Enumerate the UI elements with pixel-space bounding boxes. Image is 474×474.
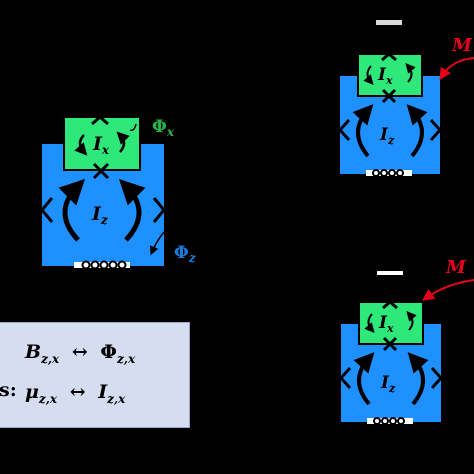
label-iz: Iz — [380, 373, 396, 395]
label-iz: Iz — [91, 203, 109, 227]
circulation-arrow-icon — [363, 62, 416, 86]
curved-arrow-icon — [422, 279, 474, 301]
label-m: M — [445, 257, 467, 278]
equation-panel: Bz,x ↔ Φz,x s: μz,x ↔ Iz,x — [0, 322, 190, 428]
circulation-arrow-icon — [364, 310, 417, 334]
device-bottom-right: Ix Iz M — [338, 257, 474, 425]
curved-arrow-icon — [129, 123, 137, 132]
separator-dash — [377, 271, 403, 275]
cross-mark-icon — [381, 88, 397, 104]
label-iz: Iz — [379, 125, 395, 147]
equation-prefix: s: — [0, 379, 17, 401]
cross-mark-icon — [40, 115, 166, 223]
label-ix: Ix — [378, 313, 394, 335]
device-main: Ix Iz Φx Φz — [40, 115, 197, 270]
label-ix: Ix — [92, 133, 110, 157]
cross-mark-icon — [338, 300, 444, 390]
curved-arrow-icon — [149, 231, 165, 256]
coil-icon — [367, 417, 413, 425]
circulation-arrow-icon — [352, 104, 428, 158]
cropped-text-mark — [376, 20, 402, 25]
equation-line-1: Bz,x ↔ Φz,x — [25, 341, 136, 366]
equation-line-2: μz,x ↔ Iz,x — [25, 381, 126, 406]
curved-arrow-icon — [439, 57, 474, 81]
cross-mark-icon — [337, 52, 443, 142]
label-phi-x: Φx — [152, 117, 175, 139]
cross-mark-icon — [92, 162, 110, 180]
label-ix: Ix — [377, 65, 393, 87]
label-m: M — [451, 35, 473, 56]
circulation-arrow-icon — [58, 178, 146, 242]
label-phi-z: Φz — [174, 243, 197, 265]
coil-icon — [366, 169, 412, 177]
circulation-arrow-icon — [353, 352, 429, 406]
device-top-right: Ix Iz M — [337, 20, 474, 177]
coil-icon — [74, 260, 130, 270]
circulation-arrow-icon — [74, 131, 130, 156]
cross-mark-icon — [382, 336, 398, 352]
